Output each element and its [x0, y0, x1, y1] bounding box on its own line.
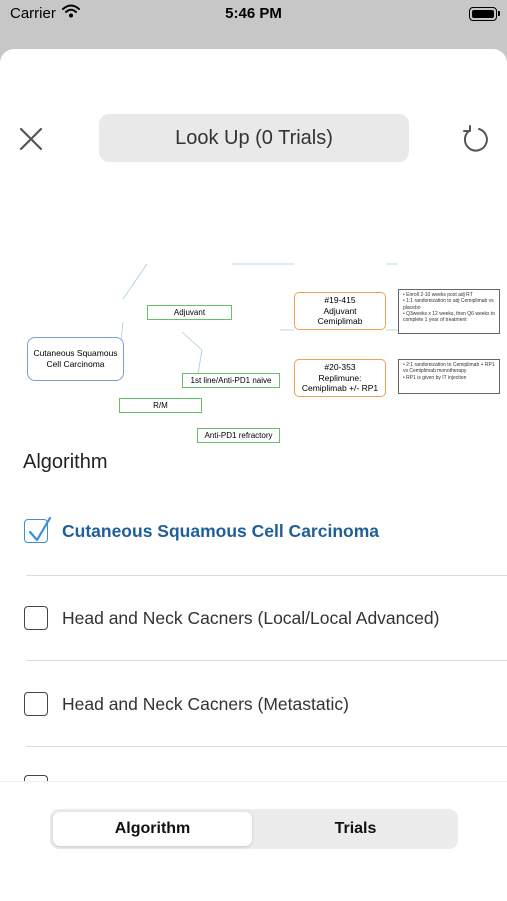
algorithm-diagram: Cutaneous Squamous Cell Carcinoma Adjuva…	[20, 234, 500, 443]
close-icon	[19, 127, 43, 151]
divider	[26, 660, 507, 661]
diagram-trial-19-415: #19-415 Adjuvant Cemiplimab	[294, 292, 386, 330]
segment-trials[interactable]: Trials	[256, 812, 455, 846]
notes1-item: Enroll 2-10 weeks post adj RT	[403, 292, 496, 298]
modal-sheet: Look Up (0 Trials) Cutaneous Squamous Ce…	[0, 49, 507, 900]
diagram-node-rm-label: R/M	[153, 400, 168, 410]
diagram-notes-20-353: 2:1 randomization to Cemiplimab + RP1 vs…	[398, 359, 500, 394]
diagram-node-line1-label: 1st line/Anti-PD1 naive	[190, 375, 272, 385]
segment-algorithm-label: Algorithm	[114, 820, 191, 837]
checkbox-icon[interactable]	[24, 775, 48, 781]
status-time: 5:46 PM	[225, 5, 282, 22]
trial2-line3: Cemiplimab +/- RP1	[301, 383, 379, 394]
diagram-node-refractory: Anti-PD1 refractory	[197, 428, 280, 443]
refresh-button[interactable]	[458, 122, 492, 156]
diagram-node-refractory-label: Anti-PD1 refractory	[204, 430, 273, 440]
trial1-line2: Adjuvant	[323, 305, 357, 316]
carrier-label: Carrier	[10, 5, 56, 22]
notes1-item: 1:1 randomization to adj Cemiplimab vs p…	[403, 298, 496, 311]
diagram-node-line1: 1st line/Anti-PD1 naive	[182, 373, 280, 388]
checkbox-checked-icon[interactable]	[24, 516, 52, 543]
wifi-icon	[62, 4, 80, 22]
lookup-trials-label: Look Up (0 Trials)	[175, 126, 333, 149]
trial1-line3: Cemiplimab	[317, 316, 363, 327]
battery-icon	[469, 7, 500, 21]
notes2-item: RP1 is given by IT injection	[403, 375, 496, 381]
option-label: Head and Neck Cacners (Metastatic)	[62, 693, 349, 714]
trial2-line2: Replimune:	[318, 372, 362, 383]
refresh-icon	[463, 125, 488, 152]
trial2-id: #20-353	[324, 362, 356, 373]
lookup-trials-button[interactable]: Look Up (0 Trials)	[99, 114, 409, 162]
segment-algorithm[interactable]: Algorithm	[53, 812, 252, 846]
option-cutaneous-scc[interactable]: Cutaneous Squamous Cell Carcinoma	[24, 511, 484, 551]
diagram-node-adjuvant-label: Adjuvant	[173, 307, 206, 317]
view-segmented-control: Algorithm Trials	[50, 809, 458, 849]
diagram-notes-19-415: Enroll 2-10 weeks post adj RT 1:1 random…	[398, 289, 500, 334]
checkbox-icon[interactable]	[24, 692, 48, 716]
status-bar: Carrier 5:46 PM	[0, 0, 507, 30]
diagram-node-rm: R/M	[119, 398, 202, 413]
option-label: Head and Neck Cacners (Local/Local Advan…	[62, 607, 440, 628]
option-head-neck-local[interactable]: Head and Neck Cacners (Local/Local Advan…	[24, 598, 484, 638]
connector-root-adjuvant	[122, 263, 148, 300]
diagram-node-root-label: Cutaneous Squamous Cell Carcinoma	[33, 348, 118, 369]
diagram-node-adjuvant: Adjuvant	[147, 305, 232, 320]
diagram-trial-20-353: #20-353 Replimune: Cemiplimab +/- RP1	[294, 359, 386, 397]
trial1-id: #19-415	[324, 295, 356, 306]
divider	[26, 746, 507, 747]
algorithm-section-title: Algorithm	[23, 451, 108, 473]
notes1-item: Q3weeks x 12 weeks, then Q6 weeks to com…	[403, 311, 496, 324]
option-label: Cutaneous Squamous Cell Carcinoma	[62, 520, 380, 541]
close-button[interactable]	[14, 122, 48, 156]
diagram-node-root: Cutaneous Squamous Cell Carcinoma	[27, 337, 124, 381]
bottom-bar: Algorithm Trials	[0, 781, 507, 901]
connector-rm-line1	[181, 331, 203, 351]
notes2-item: 2:1 randomization to Cemiplimab + RP1 vs…	[403, 362, 496, 375]
checkbox-icon[interactable]	[24, 606, 48, 630]
divider	[26, 575, 507, 576]
segment-trials-label: Trials	[334, 820, 377, 837]
option-head-neck-metastatic[interactable]: Head and Neck Cacners (Metastatic)	[24, 684, 484, 724]
